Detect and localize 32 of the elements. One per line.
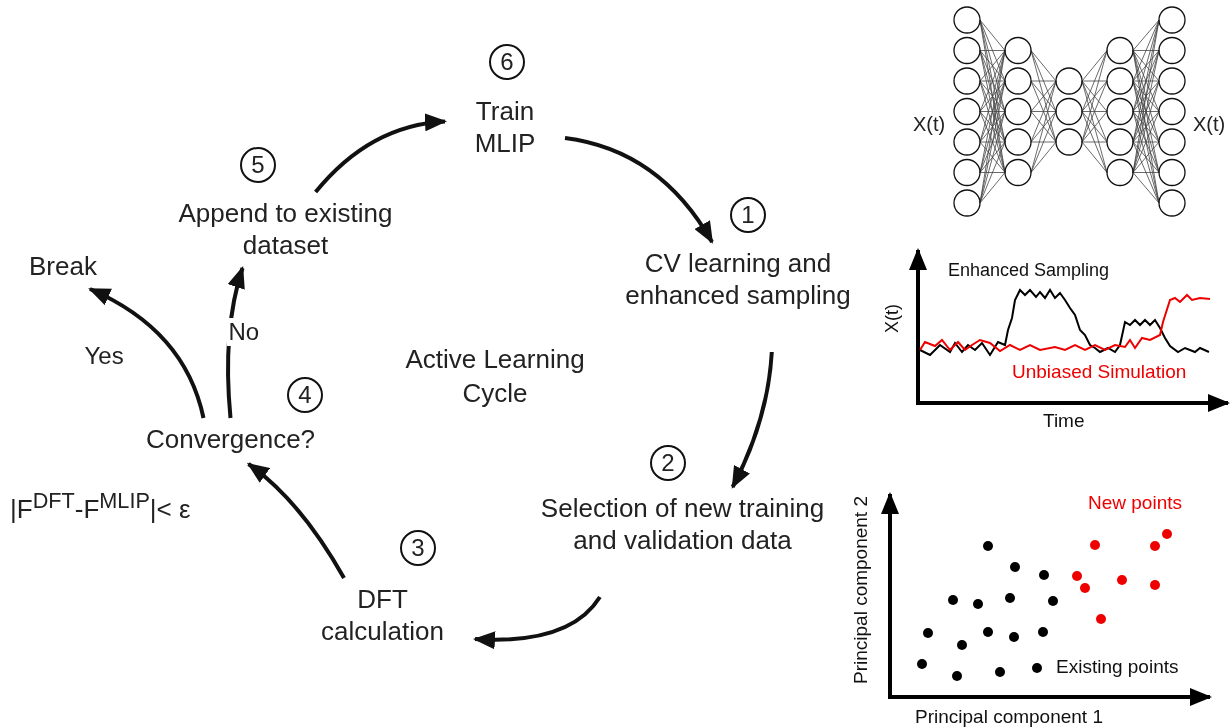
step-label: Append to existing dataset	[178, 197, 393, 263]
series-label: Existing points	[1056, 656, 1179, 678]
axis-title: Time	[1043, 410, 1085, 432]
axis-title: Principal component 1	[915, 706, 1103, 727]
output-label: X(t)	[1193, 113, 1226, 136]
series-label: Unbiased Simulation	[1012, 361, 1187, 383]
step-number: 6	[489, 44, 525, 80]
arrow	[246, 462, 346, 579]
convergence-criterion: |F$^{DFT}$-F$^{MLIP}$|< ε	[10, 488, 191, 525]
step-label: Train MLIP	[450, 95, 560, 161]
step-label: Selection of new training and validation data	[535, 492, 830, 592]
cycle-title: Active Learning Cycle	[404, 343, 586, 410]
arrow	[473, 595, 602, 649]
step-number: 5	[240, 147, 276, 183]
arrow	[88, 287, 206, 419]
series-label: New points	[1088, 492, 1182, 514]
axis-title: Principal component 2	[850, 496, 872, 684]
step-number: 2	[650, 445, 686, 481]
axis-title: X(t)	[882, 303, 903, 333]
step-label: Break	[18, 250, 108, 284]
arrow	[564, 135, 714, 244]
edge-label: No	[226, 318, 262, 346]
arrow	[314, 114, 447, 194]
step-label: DFT calculation	[295, 583, 470, 649]
step-number: 4	[287, 377, 323, 413]
input-label: X(t)	[913, 113, 946, 136]
series-label: Enhanced Sampling	[948, 260, 1110, 281]
step-number: 1	[730, 197, 766, 233]
step-label: CV learning and enhanced sampling	[608, 247, 868, 347]
step-number: 3	[400, 530, 436, 566]
arrow	[730, 351, 774, 489]
step-label: Convergence?	[118, 423, 343, 459]
